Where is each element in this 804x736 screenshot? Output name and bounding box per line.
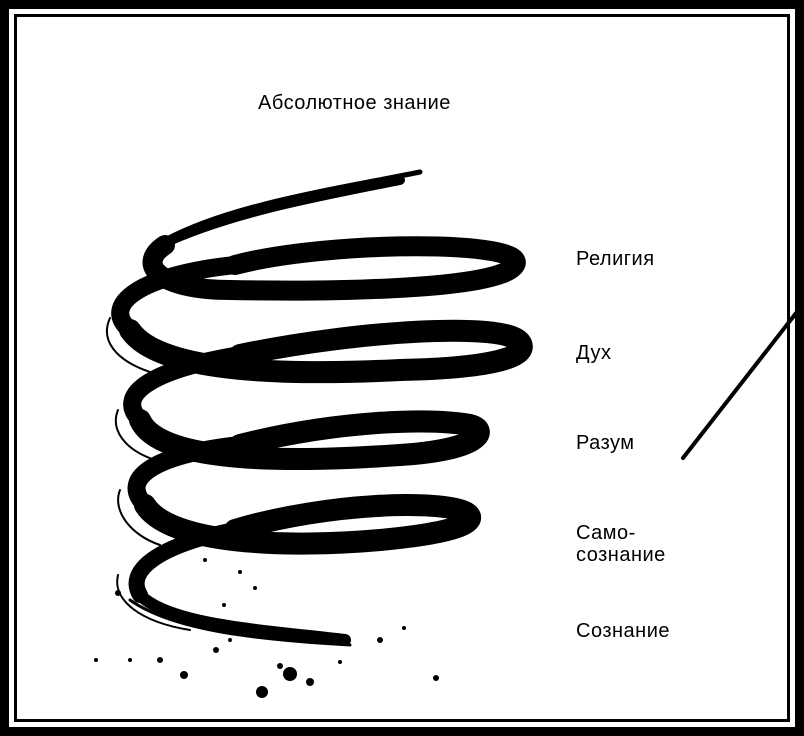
spiral-connector-2 bbox=[132, 355, 240, 420]
ink-dot bbox=[253, 586, 257, 590]
level-label-reason: Разум bbox=[576, 432, 635, 454]
ink-dot bbox=[203, 558, 207, 562]
spiral-connector-3 bbox=[137, 445, 240, 505]
ink-dot bbox=[228, 638, 232, 642]
ink-dot bbox=[338, 660, 342, 664]
ink-dot bbox=[433, 675, 439, 681]
level-label-spirit: Дух bbox=[576, 342, 611, 364]
ink-dot bbox=[277, 663, 283, 669]
ink-dot bbox=[306, 678, 314, 686]
ink-dot bbox=[256, 686, 268, 698]
ink-dot bbox=[128, 658, 132, 662]
pointer-line bbox=[683, 308, 800, 458]
level-label-self-consciousness: Само- сознание bbox=[576, 522, 776, 566]
ink-dot bbox=[180, 671, 188, 679]
level-label-religion: Религия bbox=[576, 248, 655, 270]
spiral-connector-4 bbox=[137, 530, 235, 595]
ink-dot bbox=[238, 570, 242, 574]
ink-dot bbox=[94, 658, 98, 662]
spiral-tail-bottom bbox=[140, 595, 345, 640]
diagram-title: Абсолютное знание bbox=[258, 92, 451, 114]
spiral-tail-top-thick bbox=[160, 180, 400, 245]
ink-dot bbox=[222, 603, 226, 607]
ink-dot bbox=[213, 647, 219, 653]
ink-dot bbox=[402, 626, 406, 630]
ink-dot bbox=[115, 590, 121, 596]
ink-dot bbox=[157, 657, 163, 663]
ink-dot bbox=[377, 637, 383, 643]
level-label-consciousness: Сознание bbox=[576, 620, 670, 642]
ink-dot bbox=[283, 667, 297, 681]
